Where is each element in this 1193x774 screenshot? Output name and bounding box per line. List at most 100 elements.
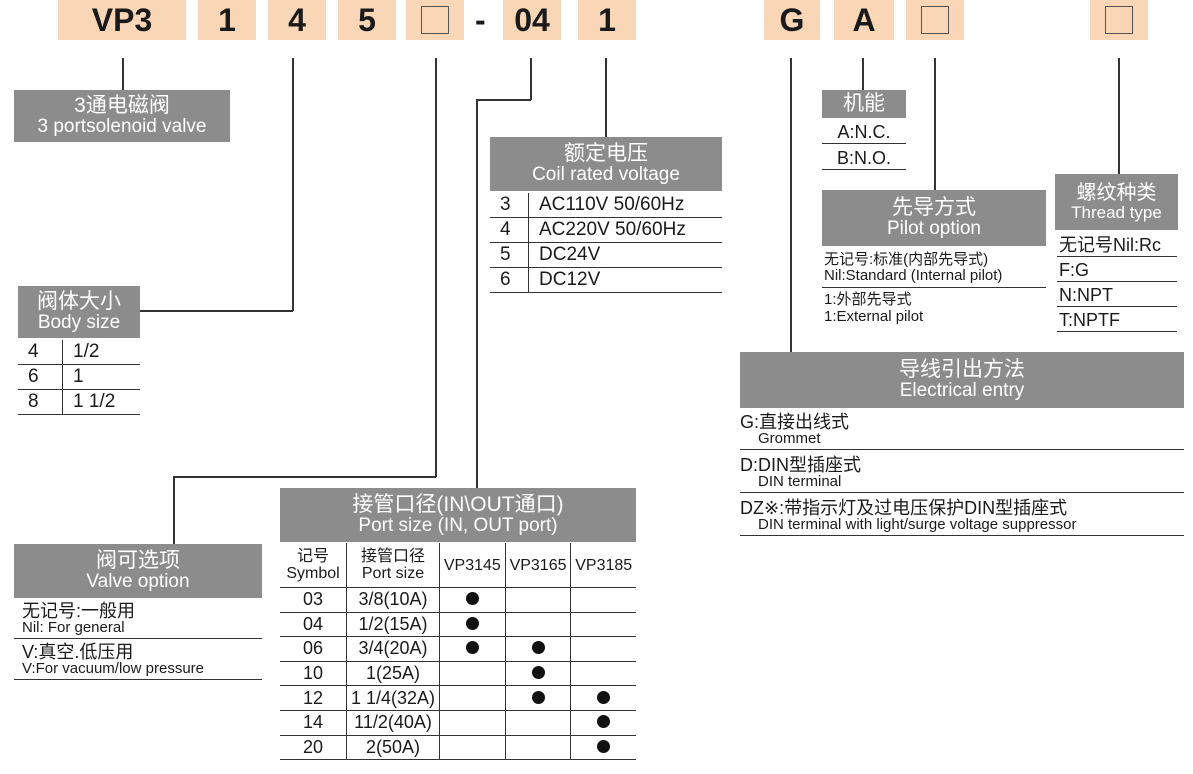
thread-header: 螺纹种类 Thread type bbox=[1055, 174, 1178, 230]
availability-cell bbox=[570, 587, 636, 613]
availability-cell bbox=[570, 636, 636, 662]
body-size-value: 1 1/2 bbox=[62, 389, 140, 415]
col-header-port-size: 接管口径 Port size bbox=[346, 543, 440, 588]
port-symbol: 06 bbox=[280, 636, 347, 662]
connector-line bbox=[122, 58, 124, 90]
col-header-symbol: 记号 Symbol bbox=[280, 543, 347, 588]
valve-type-zh: 3通电磁阀 bbox=[74, 94, 170, 117]
voltage-value: AC220V 50/60Hz bbox=[528, 217, 722, 243]
col-header-symbol-zh: 记号 bbox=[296, 548, 329, 565]
thread-npt: N:NPT bbox=[1057, 284, 1177, 307]
body-size-code: 6 bbox=[18, 364, 63, 390]
list-item: 无记号:一般用 Nil: For general bbox=[14, 602, 262, 639]
code-valve-option-placeholder bbox=[406, 0, 464, 40]
code-model: 5 bbox=[338, 0, 396, 40]
electrical-header: 导线引出方法 Electrical entry bbox=[740, 352, 1184, 408]
port-size-value: 1(25A) bbox=[346, 661, 440, 687]
pilot-external-zh: 1:外部先导式 bbox=[824, 291, 912, 308]
electrical-zh: 导线引出方法 bbox=[899, 358, 1025, 381]
connector-line bbox=[476, 99, 478, 488]
electrical-din-en: DIN terminal bbox=[758, 473, 842, 490]
connector-line bbox=[862, 58, 864, 90]
valve-option-en: Valve option bbox=[86, 571, 190, 593]
thread-nptf: T:NPTF bbox=[1057, 309, 1177, 332]
function-nc: A:N.C. bbox=[822, 121, 906, 144]
port-size-en: Port size (IN, OUT port) bbox=[358, 515, 558, 537]
valve-option-header: 阀可选项 Valve option bbox=[14, 544, 262, 598]
availability-dot-icon bbox=[465, 592, 479, 606]
availability-dot-icon bbox=[531, 690, 545, 704]
availability-cell bbox=[505, 685, 572, 711]
voltage-code: 5 bbox=[490, 242, 529, 268]
coil-voltage-header: 额定电压 Coil rated voltage bbox=[490, 137, 722, 191]
list-item: 1:外部先导式 1:External pilot bbox=[822, 288, 1046, 325]
code-pilot-placeholder bbox=[906, 0, 964, 40]
availability-dot-icon bbox=[597, 690, 611, 704]
valve-option-zh: 阀可选项 bbox=[96, 549, 180, 572]
connector-line bbox=[292, 58, 294, 311]
pilot-standard-zh: 无记号:标准(内部先导式) bbox=[824, 251, 989, 268]
availability-dot-icon bbox=[465, 616, 479, 630]
availability-cell bbox=[570, 735, 636, 761]
availability-dot-icon bbox=[531, 641, 545, 655]
voltage-code: 3 bbox=[490, 193, 529, 218]
body-size-code: 8 bbox=[18, 389, 63, 415]
code-thread-placeholder bbox=[1090, 0, 1148, 40]
availability-cell bbox=[570, 661, 636, 687]
table-header-row: 记号 Symbol 接管口径 Port size VP3145 VP3165 V… bbox=[280, 543, 636, 588]
valve-option-general-en: Nil: For general bbox=[22, 619, 125, 636]
col-header-port-size-zh: 接管口径 bbox=[360, 548, 425, 565]
code-electrical: G bbox=[764, 0, 820, 40]
code-series: VP3 bbox=[58, 0, 186, 40]
code-type: 1 bbox=[198, 0, 256, 40]
list-item: 无记号:标准(内部先导式) Nil:Standard (Internal pil… bbox=[822, 250, 1046, 288]
coil-voltage-en: Coil rated voltage bbox=[532, 164, 680, 186]
body-size-code: 4 bbox=[18, 340, 63, 365]
body-size-zh: 阀体大小 bbox=[37, 290, 121, 313]
port-symbol: 12 bbox=[280, 685, 347, 711]
availability-cell bbox=[439, 710, 506, 736]
availability-cell bbox=[505, 612, 572, 638]
availability-cell bbox=[439, 587, 506, 613]
function-list: A:N.C. B:N.O. bbox=[822, 121, 906, 170]
thread-en: Thread type bbox=[1071, 202, 1162, 222]
thread-rc: 无记号Nil:Rc bbox=[1057, 234, 1177, 257]
pilot-en: Pilot option bbox=[886, 218, 981, 240]
voltage-value: DC12V bbox=[528, 267, 722, 293]
availability-cell bbox=[505, 587, 572, 613]
list-item: V:真空.低压用 V:For vacuum/low pressure bbox=[14, 639, 262, 680]
availability-dot-icon bbox=[597, 715, 611, 729]
col-header-port-size-en: Port size bbox=[361, 565, 425, 582]
voltage-value: AC110V 50/60Hz bbox=[528, 193, 722, 218]
valve-type-header: 3通电磁阀 3 portsolenoid valve bbox=[14, 90, 230, 142]
port-size-header: 接管口径(IN\OUT通口) Port size (IN, OUT port) bbox=[280, 488, 636, 542]
electrical-dz-en: DIN terminal with light/surge voltage su… bbox=[758, 516, 1077, 533]
col-header-vp3185: VP3185 bbox=[570, 543, 636, 588]
voltage-code: 4 bbox=[490, 217, 529, 243]
port-size-value: 1 1/4(32A) bbox=[346, 685, 440, 711]
port-size-zh: 接管口径(IN\OUT通口) bbox=[352, 493, 564, 516]
connector-line bbox=[530, 58, 532, 100]
body-size-header: 阀体大小 Body size bbox=[18, 286, 140, 338]
col-header-vp3145: VP3145 bbox=[439, 543, 506, 588]
valve-option-list: 无记号:一般用 Nil: For general V:真空.低压用 V:For … bbox=[14, 602, 262, 680]
thread-zh: 螺纹种类 bbox=[1076, 181, 1157, 204]
function-header: 机能 bbox=[822, 90, 906, 118]
col-header-symbol-en: Symbol bbox=[286, 565, 340, 582]
electrical-en: Electrical entry bbox=[899, 380, 1025, 402]
function-no: B:N.O. bbox=[822, 147, 906, 170]
code-port-size: 04 bbox=[503, 0, 561, 40]
availability-cell bbox=[505, 710, 572, 736]
connector-line bbox=[790, 58, 792, 352]
port-symbol: 04 bbox=[280, 612, 347, 638]
thread-list: 无记号Nil:Rc F:G N:NPT T:NPTF bbox=[1057, 234, 1177, 332]
